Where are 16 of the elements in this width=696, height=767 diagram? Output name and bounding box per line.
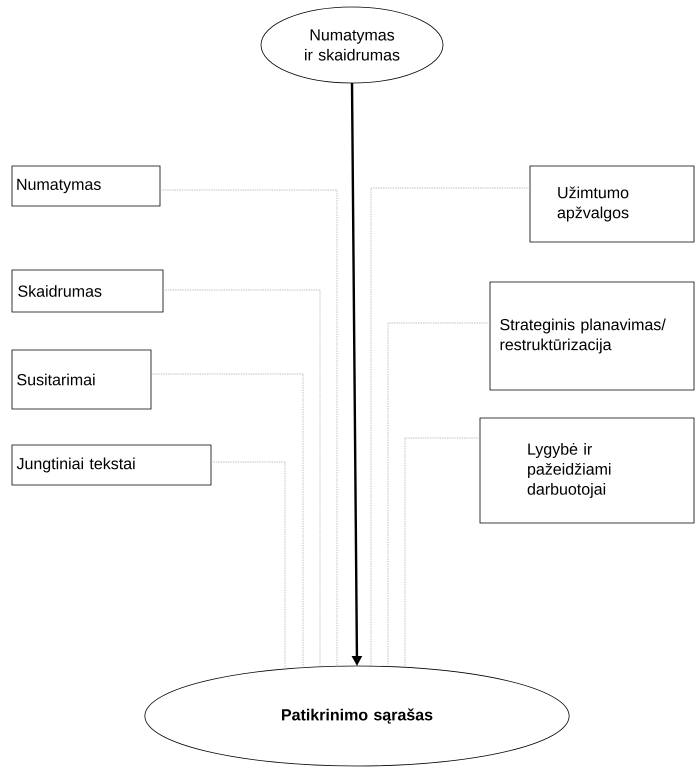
connector-line — [404, 438, 480, 668]
text-box: Susitarimai — [12, 350, 152, 410]
text-box: Užimtumo apžvalgos — [530, 166, 694, 242]
connector-line — [150, 374, 304, 669]
connector-line — [370, 188, 530, 667]
connector-line — [162, 290, 320, 668]
text-box: Jungtiniai tekstai — [12, 444, 212, 486]
ellipse-node: Numatymas ir skaidrumas — [260, 6, 444, 84]
connector-line — [210, 462, 286, 671]
text-box: Numatymas — [12, 166, 160, 206]
connector-line — [160, 190, 338, 667]
text-box: Lygybė ir pažeidžiami darbuotojai — [480, 418, 694, 524]
ellipse-node: Patikrinimo sąrašas — [144, 666, 570, 766]
text-box: Strateginis planavimas/ restruktūrizacija — [490, 282, 694, 390]
connector-line — [388, 322, 490, 668]
text-box: Skaidrumas — [12, 270, 164, 312]
